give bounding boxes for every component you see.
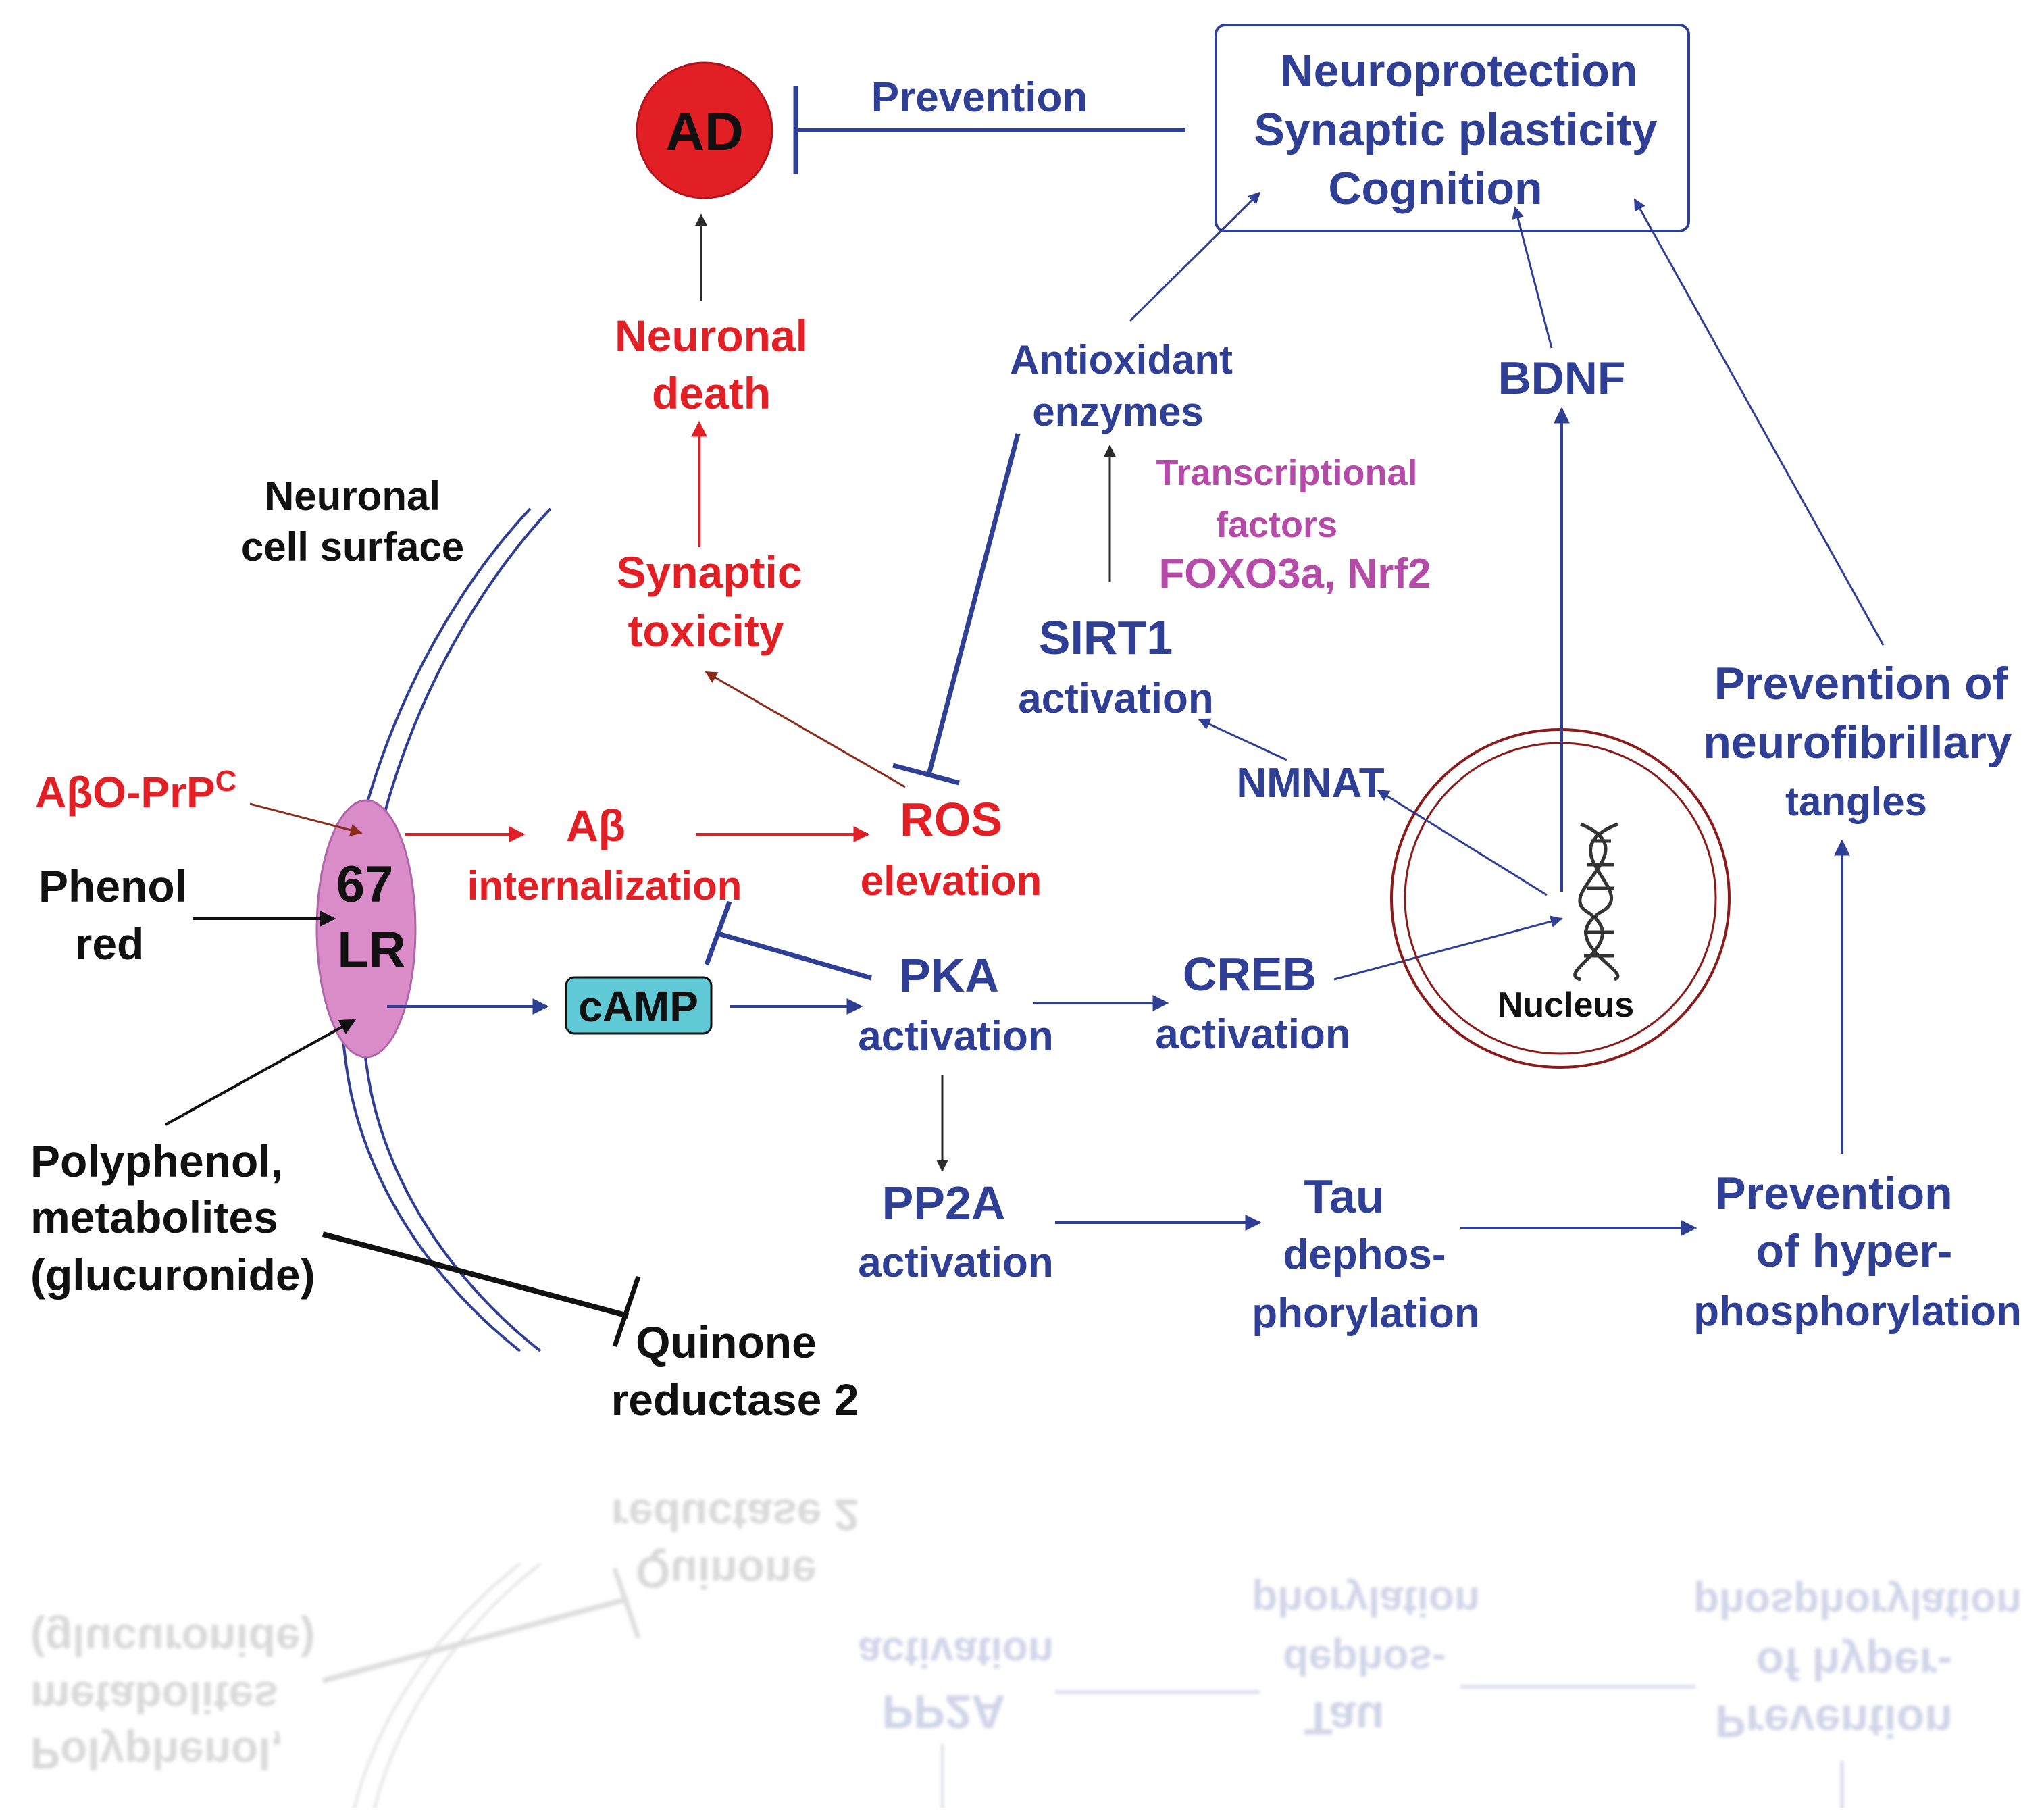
quinone-label-2: reductase 2 — [611, 1375, 859, 1425]
reflect-polyphenol-2: metabolites — [30, 1673, 278, 1723]
reflect-quinone-1: Quinone — [636, 1548, 817, 1598]
bdnf-to-outcome-arrow — [1512, 206, 1553, 349]
prev-hyper-label-2: of hyper- — [1756, 1225, 1953, 1277]
polyphenol-inhibit-quinone-line — [322, 1231, 630, 1319]
lr-label-67: 67 — [336, 856, 394, 913]
polyphenol-label-2: metabolites — [30, 1192, 278, 1242]
prev-hyper-label-1: Prevention — [1715, 1168, 1952, 1219]
ad-node — [636, 61, 773, 199]
faded-reflection: Polyphenol, metabolites (glucuronide) Qu… — [30, 1490, 2022, 1811]
creb-activation-label: activation — [1155, 1011, 1350, 1058]
reflect-pp2a-2: activation — [858, 1629, 1053, 1675]
bdnf-label: BDNF — [1498, 353, 1626, 404]
camp-box — [565, 976, 713, 1035]
prev-nft-label-2: neurofibrillary — [1703, 717, 2012, 768]
cell-surface-label-2: cell surface — [241, 524, 464, 569]
phenol-label-2: red — [75, 919, 145, 969]
creb-to-nucleus-arrow — [1333, 915, 1563, 981]
pp2a-activation-label: activation — [858, 1240, 1053, 1286]
phenol-label-1: Phenol — [39, 861, 187, 911]
pp2a-label: PP2A — [882, 1177, 1006, 1229]
tf-label-3: FOXO3a, Nrf2 — [1158, 551, 1431, 597]
lr-label-lr: LR — [337, 921, 405, 979]
reflect-tau-1: Tau — [1304, 1692, 1384, 1745]
reflect-quinone-2: reductase 2 — [611, 1490, 859, 1540]
reflect-pp2a-1: PP2A — [882, 1685, 1006, 1738]
nft-to-outcome-arrow — [1633, 198, 1885, 646]
polyphenol-inhibit-quinone-bar — [612, 1275, 641, 1348]
laminin-receptor — [315, 799, 417, 1058]
neuronal-death-label-1: Neuronal — [615, 311, 808, 361]
sirt1-activation-label: activation — [1018, 675, 1213, 722]
prev-nft-label-1: Prevention of — [1714, 658, 2008, 709]
tau-label-2: dephos- — [1283, 1231, 1446, 1278]
tau-label-1: Tau — [1304, 1170, 1384, 1223]
reflect-tau-3: phorylation — [1252, 1578, 1480, 1625]
sirt1-label: SIRT1 — [1039, 611, 1173, 664]
ros-label: ROS — [900, 793, 1002, 846]
neuronal-death-label-2: death — [652, 368, 771, 418]
polyphenol-label-1: Polyphenol, — [30, 1136, 283, 1186]
abo-prp-label: AβO-PrPC — [35, 765, 236, 817]
prev-hyper-label-3: phosphorylation — [1693, 1288, 2022, 1335]
tau-label-3: phorylation — [1252, 1290, 1480, 1337]
polyphenol-label-3: (glucuronide) — [30, 1250, 315, 1300]
abo-to-receptor-arrow — [249, 802, 363, 836]
dna-helix-icon — [1573, 822, 1620, 981]
ab-label: Aβ — [566, 800, 625, 850]
quinone-label-1: Quinone — [636, 1317, 817, 1367]
synaptic-toxicity-label-2: toxicity — [628, 606, 784, 656]
pka-activation-label: activation — [858, 1013, 1053, 1060]
nucleus-label: Nucleus — [1498, 986, 1634, 1025]
reflect-tau-2: dephos- — [1283, 1637, 1446, 1683]
outcome-box — [1215, 24, 1690, 232]
antioxidant-label-1: Antioxidant — [1010, 337, 1233, 382]
creb-label: CREB — [1183, 948, 1317, 1000]
pka-inhibit-ab-bar — [704, 900, 732, 966]
polyphenol-to-receptor-arrow — [165, 1019, 357, 1126]
ros-elevation-label: elevation — [861, 858, 1042, 904]
prev-nft-label-3: tangles — [1785, 779, 1927, 824]
synaptic-plasticity-label: Synaptic plasticity — [1254, 104, 1657, 155]
nmnat-to-sirt1-arrow — [1198, 718, 1287, 761]
tf-label-1: Transcriptional — [1156, 453, 1417, 493]
nmnat-label: NMNAT — [1236, 760, 1384, 807]
reflect-prevhyper-2: of hyper- — [1756, 1638, 1953, 1689]
prevention-label: Prevention — [871, 74, 1088, 121]
cognition-label: Cognition — [1328, 163, 1542, 214]
reflect-prevhyper-3: phosphorylation — [1693, 1580, 2022, 1627]
ab-internalization-label: internalization — [467, 863, 742, 909]
antioxidant-to-outcome-arrow — [1129, 191, 1261, 322]
cell-surface-label-1: Neuronal — [265, 474, 440, 519]
ad-label: AD — [665, 101, 744, 161]
nucleus-to-nmnat-arrow — [1377, 789, 1548, 896]
reflect-polyphenol-3: (glucuronide) — [30, 1615, 315, 1665]
pka-label: PKA — [899, 949, 999, 1002]
tf-label-2: factors — [1216, 505, 1337, 545]
ros-to-toxicity-arrow — [705, 671, 906, 788]
neuroprotection-label: Neuroprotection — [1281, 45, 1638, 97]
camp-label: cAMP — [578, 982, 698, 1031]
pka-inhibit-ab-line — [717, 931, 872, 981]
reflect-polyphenol-1: Polyphenol, — [30, 1729, 283, 1779]
antioxidant-inhibit-ros-line — [926, 433, 1021, 775]
synaptic-toxicity-label-1: Synaptic — [616, 547, 802, 597]
antioxidant-inhibit-ros-bar — [892, 763, 960, 786]
reflect-prevhyper-1: Prevention — [1715, 1695, 1952, 1747]
antioxidant-label-2: enzymes — [1032, 389, 1203, 434]
